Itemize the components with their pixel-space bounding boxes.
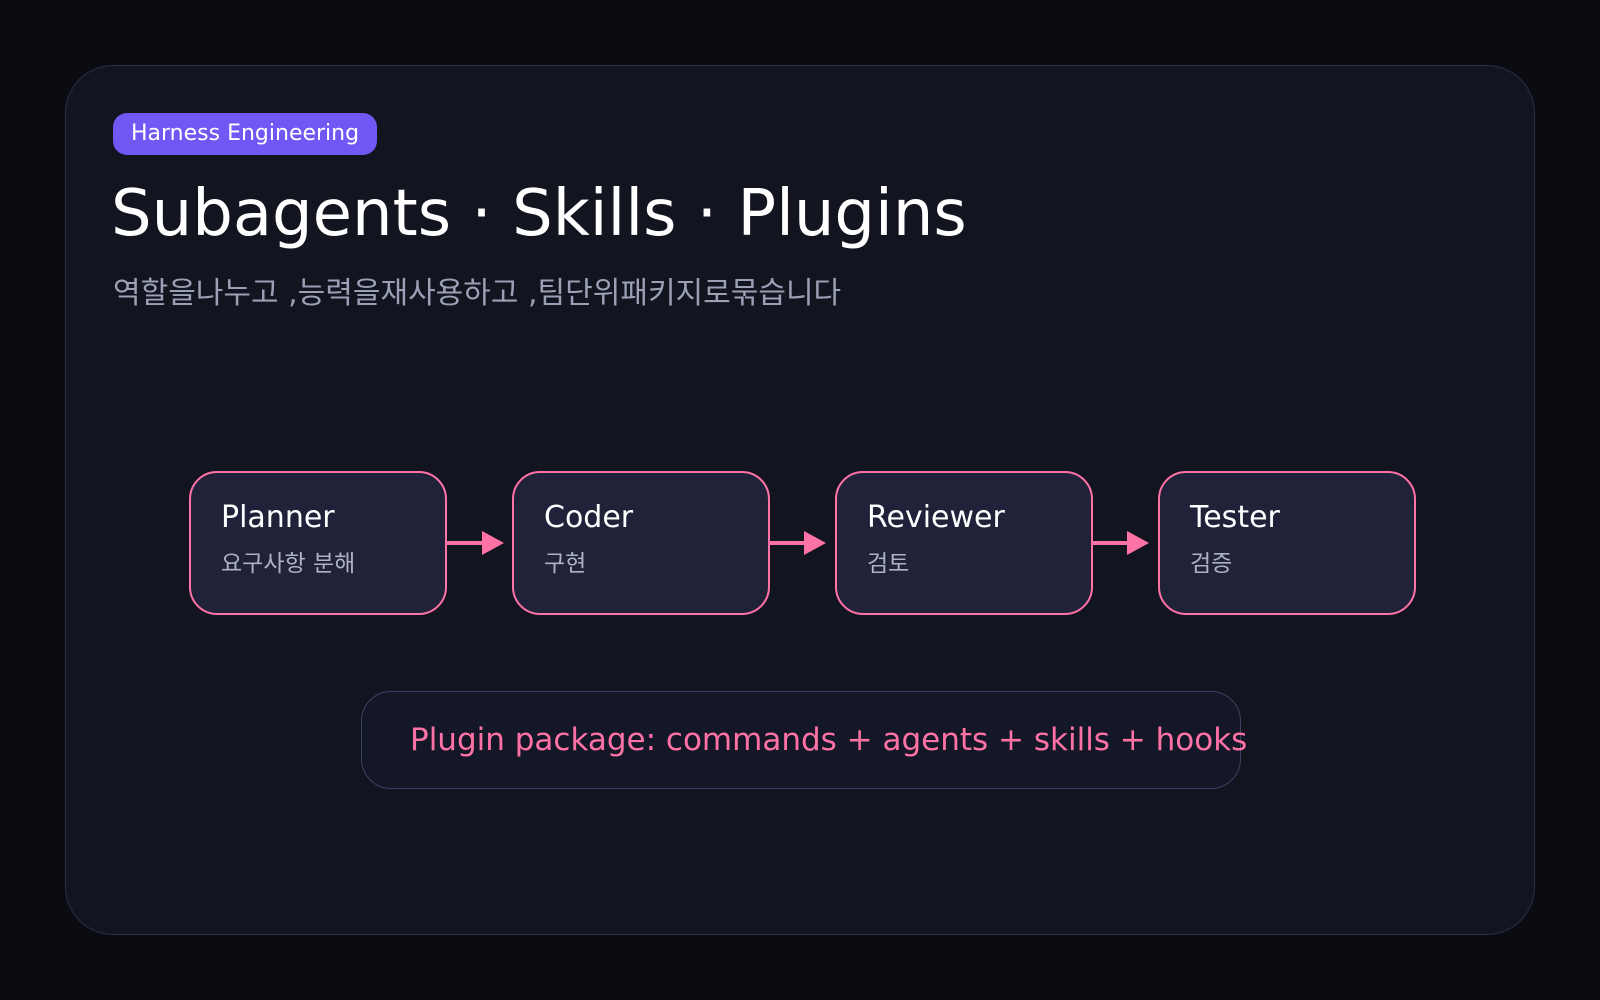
step-name: Coder: [544, 500, 634, 535]
step-description: 검토: [867, 551, 910, 577]
step-description: 요구사항 분해: [221, 551, 356, 577]
step-name: Reviewer: [867, 500, 1005, 535]
plugin-package-label: Plugin package: commands + agents + skil…: [410, 722, 1248, 758]
step-description: 구현: [544, 551, 587, 577]
category-badge: Harness Engineering: [113, 113, 378, 155]
step-planner: Planner 요구사항 분해: [189, 471, 447, 615]
step-tester: Tester 검증: [1158, 471, 1416, 615]
step-description: 검증: [1190, 551, 1233, 577]
step-name: Tester: [1190, 500, 1280, 535]
arrow-right-icon: [768, 531, 826, 555]
step-coder: Coder 구현: [512, 471, 770, 615]
plugin-package-box: Plugin package: commands + agents + skil…: [361, 691, 1247, 789]
step-name: Planner: [221, 500, 335, 535]
arrow-right-icon: [1091, 531, 1149, 555]
step-reviewer: Reviewer 검토: [835, 471, 1093, 615]
arrow-right-icon: [446, 531, 504, 555]
page-subtitle: 역할을나누고 ,능력을재사용하고 ,팀단위패키지로묶습니다: [113, 276, 842, 311]
slide-card: Harness Engineering Subagents · Skills ·…: [65, 65, 1535, 935]
page-title: Subagents · Skills · Plugins: [111, 177, 967, 251]
